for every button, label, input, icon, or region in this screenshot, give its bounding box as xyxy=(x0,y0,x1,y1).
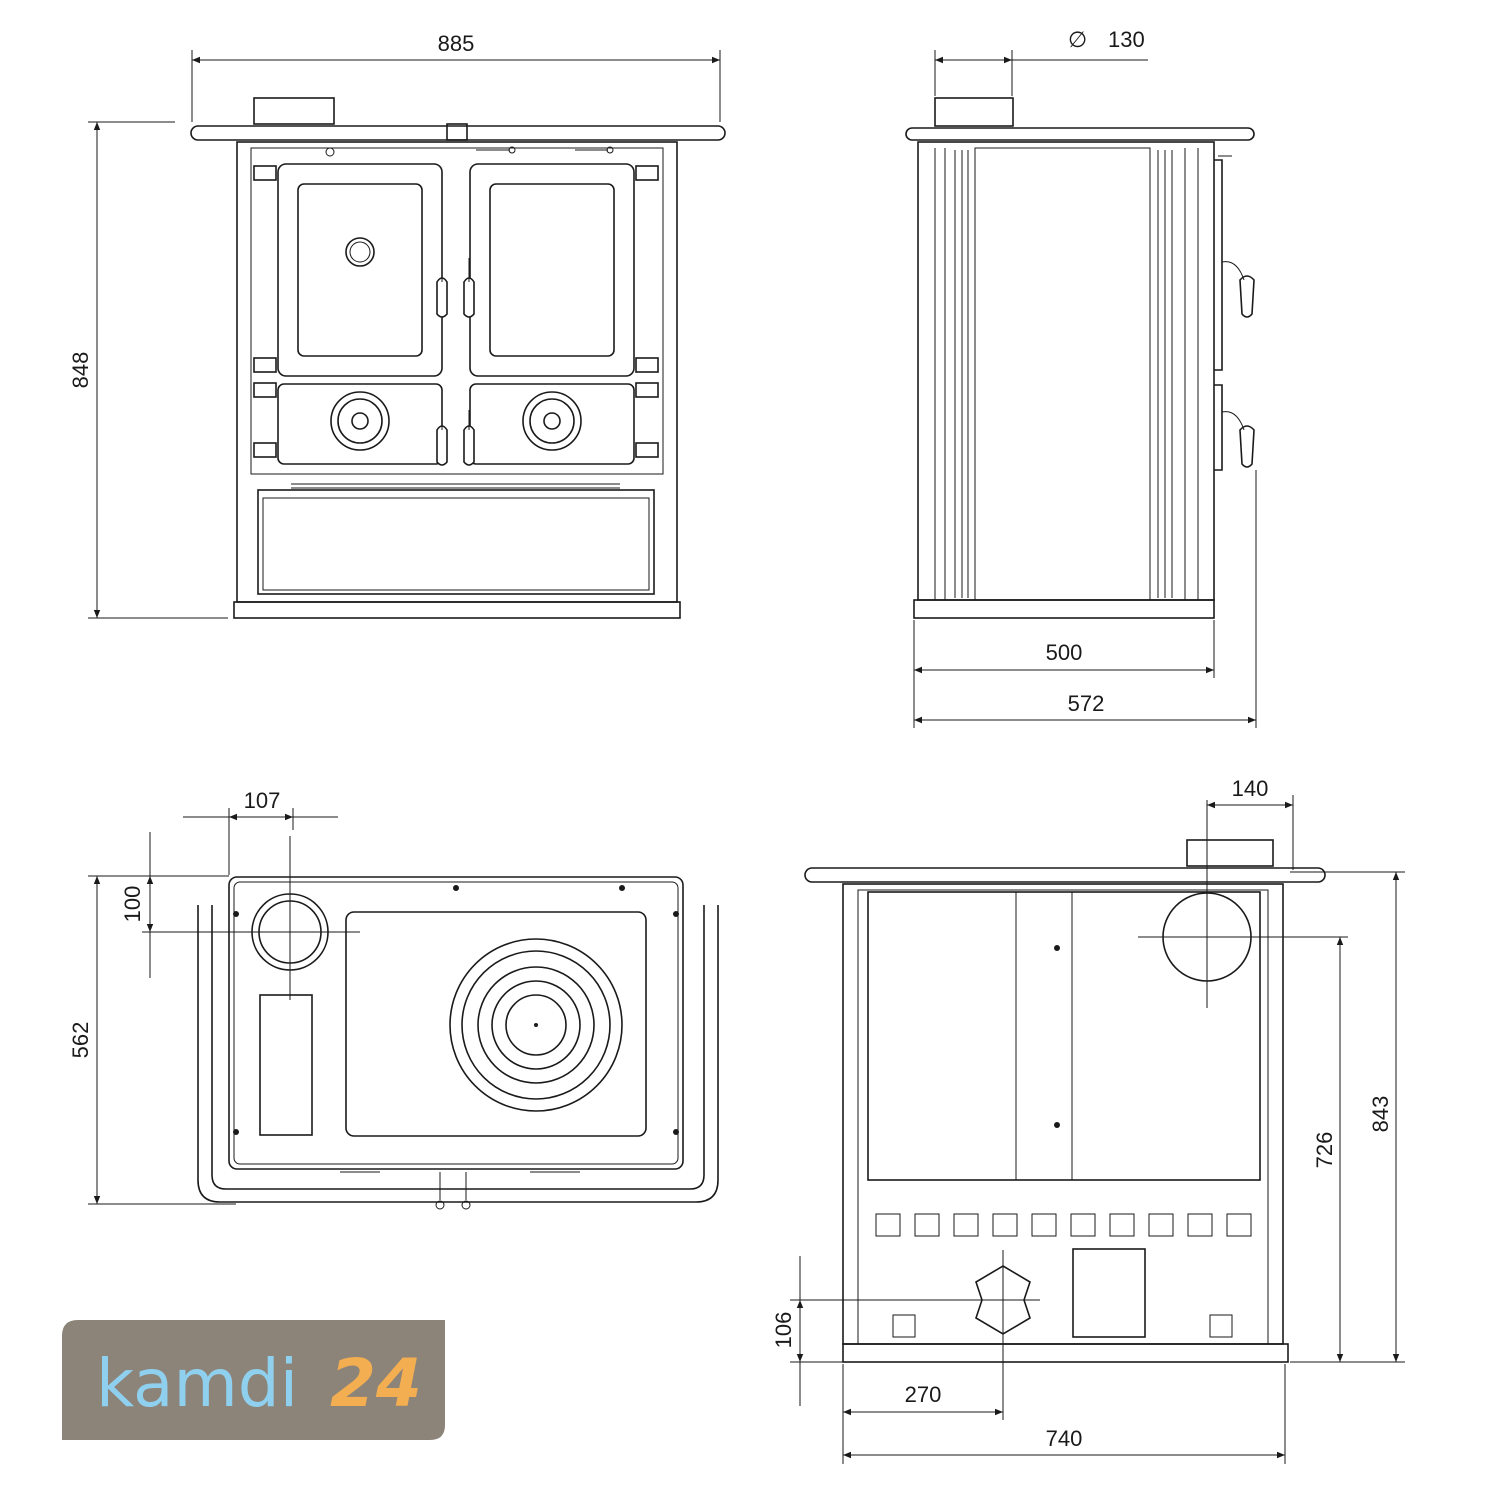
rear-vent-slots xyxy=(875,1213,1252,1237)
hinges xyxy=(253,165,659,458)
side-plinth xyxy=(913,599,1215,619)
firebox-opening xyxy=(259,994,313,1136)
rear-plinth xyxy=(842,1343,1289,1363)
flue-offset-x-label: 107 xyxy=(244,788,281,813)
rear-panel xyxy=(867,891,1261,1181)
left-air-vent-icon xyxy=(330,391,390,451)
plinth xyxy=(233,601,681,619)
rear-width-label: 740 xyxy=(1046,1426,1083,1451)
hob-plate xyxy=(228,876,684,1170)
total-depth-label: 572 xyxy=(1068,691,1105,716)
inlet-offset-label: 270 xyxy=(905,1382,942,1407)
total-height-label: 843 xyxy=(1368,1096,1393,1133)
body-depth-label: 500 xyxy=(1046,640,1083,665)
top-rail xyxy=(190,125,726,141)
rear-access-panel xyxy=(1072,1248,1146,1338)
side-view: ∅ 130 500 572 xyxy=(905,27,1257,728)
top-view: 107 100 562 xyxy=(68,788,719,1210)
stove-body xyxy=(236,141,678,603)
cooking-plate xyxy=(345,911,647,1137)
logo-number: 24 xyxy=(330,1345,422,1422)
hotplate-rings xyxy=(449,938,623,1112)
rear-top-rail xyxy=(804,867,1326,883)
kamdi24-logo: kamdi 24 xyxy=(62,1320,445,1440)
flue-offset-y-label: 100 xyxy=(120,886,145,923)
side-top-rail xyxy=(905,127,1255,141)
rail-bracket xyxy=(446,123,468,141)
towel-rail xyxy=(197,905,719,1203)
rear-flue-collar xyxy=(1186,839,1274,867)
right-air-vent-icon xyxy=(522,391,582,451)
logo-text: kamdi xyxy=(96,1345,298,1422)
rear-flue-width-label: 140 xyxy=(1232,776,1269,801)
thermometer-icon xyxy=(345,237,375,267)
firebox-door xyxy=(277,383,443,465)
left-door-window xyxy=(297,183,423,357)
flue-diameter-label: 130 xyxy=(1108,27,1145,52)
side-handle-upper xyxy=(1239,275,1255,318)
flue-height-label: 726 xyxy=(1312,1132,1337,1169)
side-handle-lower xyxy=(1239,425,1255,468)
inlet-height-label: 106 xyxy=(771,1312,796,1349)
diameter-symbol: ∅ xyxy=(1068,27,1087,52)
side-door-profile xyxy=(1214,159,1223,471)
front-height-label: 848 xyxy=(68,352,93,389)
ash-door xyxy=(469,383,635,465)
top-depth-label: 562 xyxy=(68,1022,93,1059)
right-oven-door xyxy=(469,163,635,377)
rear-body xyxy=(842,883,1284,1345)
side-flue-collar xyxy=(934,97,1014,127)
front-view: 885 848 xyxy=(68,31,726,619)
door-handles xyxy=(436,258,475,466)
front-width-label: 885 xyxy=(438,31,475,56)
rear-view: 140 843 726 106 270 740 xyxy=(771,776,1405,1464)
wood-drawer xyxy=(257,489,655,595)
right-door-window xyxy=(489,183,615,357)
left-oven-door xyxy=(277,163,443,377)
flue-collar xyxy=(253,97,335,125)
